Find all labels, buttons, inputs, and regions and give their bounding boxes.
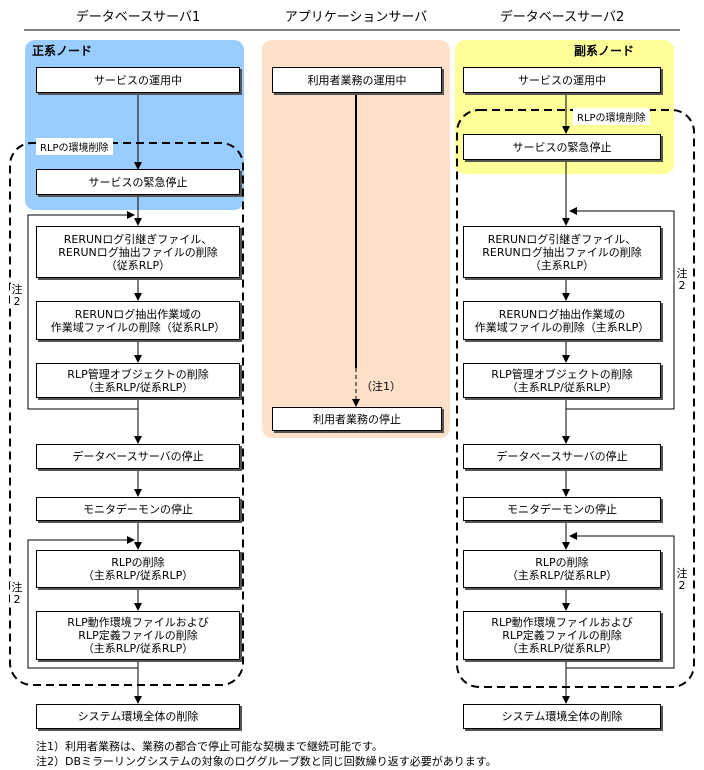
left-service-emergency-stop: サービスの緊急停止 bbox=[36, 169, 240, 195]
column-title-db1: データベースサーバ1 bbox=[75, 10, 201, 25]
note2-marker-right-1: 注 2 bbox=[675, 267, 689, 292]
right-rerun-file-delete: RERUNログ引継ぎファイル、 RERUNログ抽出ファイルの削除 （主系RLP） bbox=[463, 226, 661, 278]
secondary-node-title: 副系ノード bbox=[574, 44, 635, 58]
footnote-2: 注2）DBミラーリングシステムの対象のロググループ数と同じ回数繰り返す必要があり… bbox=[36, 755, 497, 768]
column-title-app: アプリケーションサーバ bbox=[284, 10, 428, 25]
right-rlp-object-delete: RLP管理オブジェクトの削除 （主系RLP/従系RLP） bbox=[463, 363, 661, 398]
right-service-running: サービスの運用中 bbox=[463, 67, 661, 93]
right-db-server-stop: データベースサーバの停止 bbox=[463, 444, 661, 469]
column-title-db2: データベースサーバ2 bbox=[499, 10, 625, 25]
left-service-running: サービスの運用中 bbox=[36, 67, 240, 93]
note2-marker-left-2: 注 2 bbox=[10, 581, 24, 606]
right-service-emergency-stop: サービスの緊急停止 bbox=[463, 134, 661, 160]
left-rlp-object-delete: RLP管理オブジェクトの削除 （主系RLP/従系RLP） bbox=[36, 363, 240, 398]
right-monitor-daemon-stop: モニタデーモンの停止 bbox=[463, 497, 661, 521]
rlp-env-delete-label-left: RLPの環境削除 bbox=[36, 138, 113, 155]
left-rerun-file-delete: RERUNログ引継ぎファイル、 RERUNログ抽出ファイルの削除 （従系RLP） bbox=[36, 226, 240, 278]
left-db-server-stop: データベースサーバの停止 bbox=[36, 444, 240, 469]
note2-marker-right-2: 注 2 bbox=[675, 567, 689, 592]
right-rerun-work-delete: RERUNログ抽出作業域の 作業域ファイルの削除（主系RLP） bbox=[463, 301, 661, 340]
left-system-env-delete: システム環境全体の削除 bbox=[36, 704, 240, 729]
left-monitor-daemon-stop: モニタデーモンの停止 bbox=[36, 497, 240, 521]
footnote-1: 注1）利用者業務は、業務の都合で停止可能な契機まで継続可能です。 bbox=[36, 740, 383, 753]
note2-marker-left-1: 注 2 bbox=[10, 283, 24, 308]
left-rlp-delete: RLPの削除 （主系RLP/従系RLP） bbox=[36, 550, 240, 588]
right-rlp-file-delete: RLP動作環境ファイルおよび RLP定義ファイルの削除 （主系RLP/従系RLP… bbox=[463, 611, 661, 660]
primary-node-title: 正系ノード bbox=[32, 44, 93, 58]
right-system-env-delete: システム環境全体の削除 bbox=[463, 704, 661, 729]
app-user-business-running: 利用者業務の運用中 bbox=[272, 67, 442, 93]
left-rerun-work-delete: RERUNログ抽出作業域の 作業域ファイルの削除（従系RLP） bbox=[36, 301, 240, 340]
app-user-business-stop: 利用者業務の停止 bbox=[272, 407, 442, 431]
right-rlp-delete: RLPの削除 （主系RLP/従系RLP） bbox=[463, 550, 661, 588]
rlp-env-delete-label-right: RLPの環境削除 bbox=[573, 108, 650, 125]
left-rlp-file-delete: RLP動作環境ファイルおよび RLP定義ファイルの削除 （主系RLP/従系RLP… bbox=[36, 611, 240, 660]
note1-marker: （注1） bbox=[361, 380, 401, 393]
